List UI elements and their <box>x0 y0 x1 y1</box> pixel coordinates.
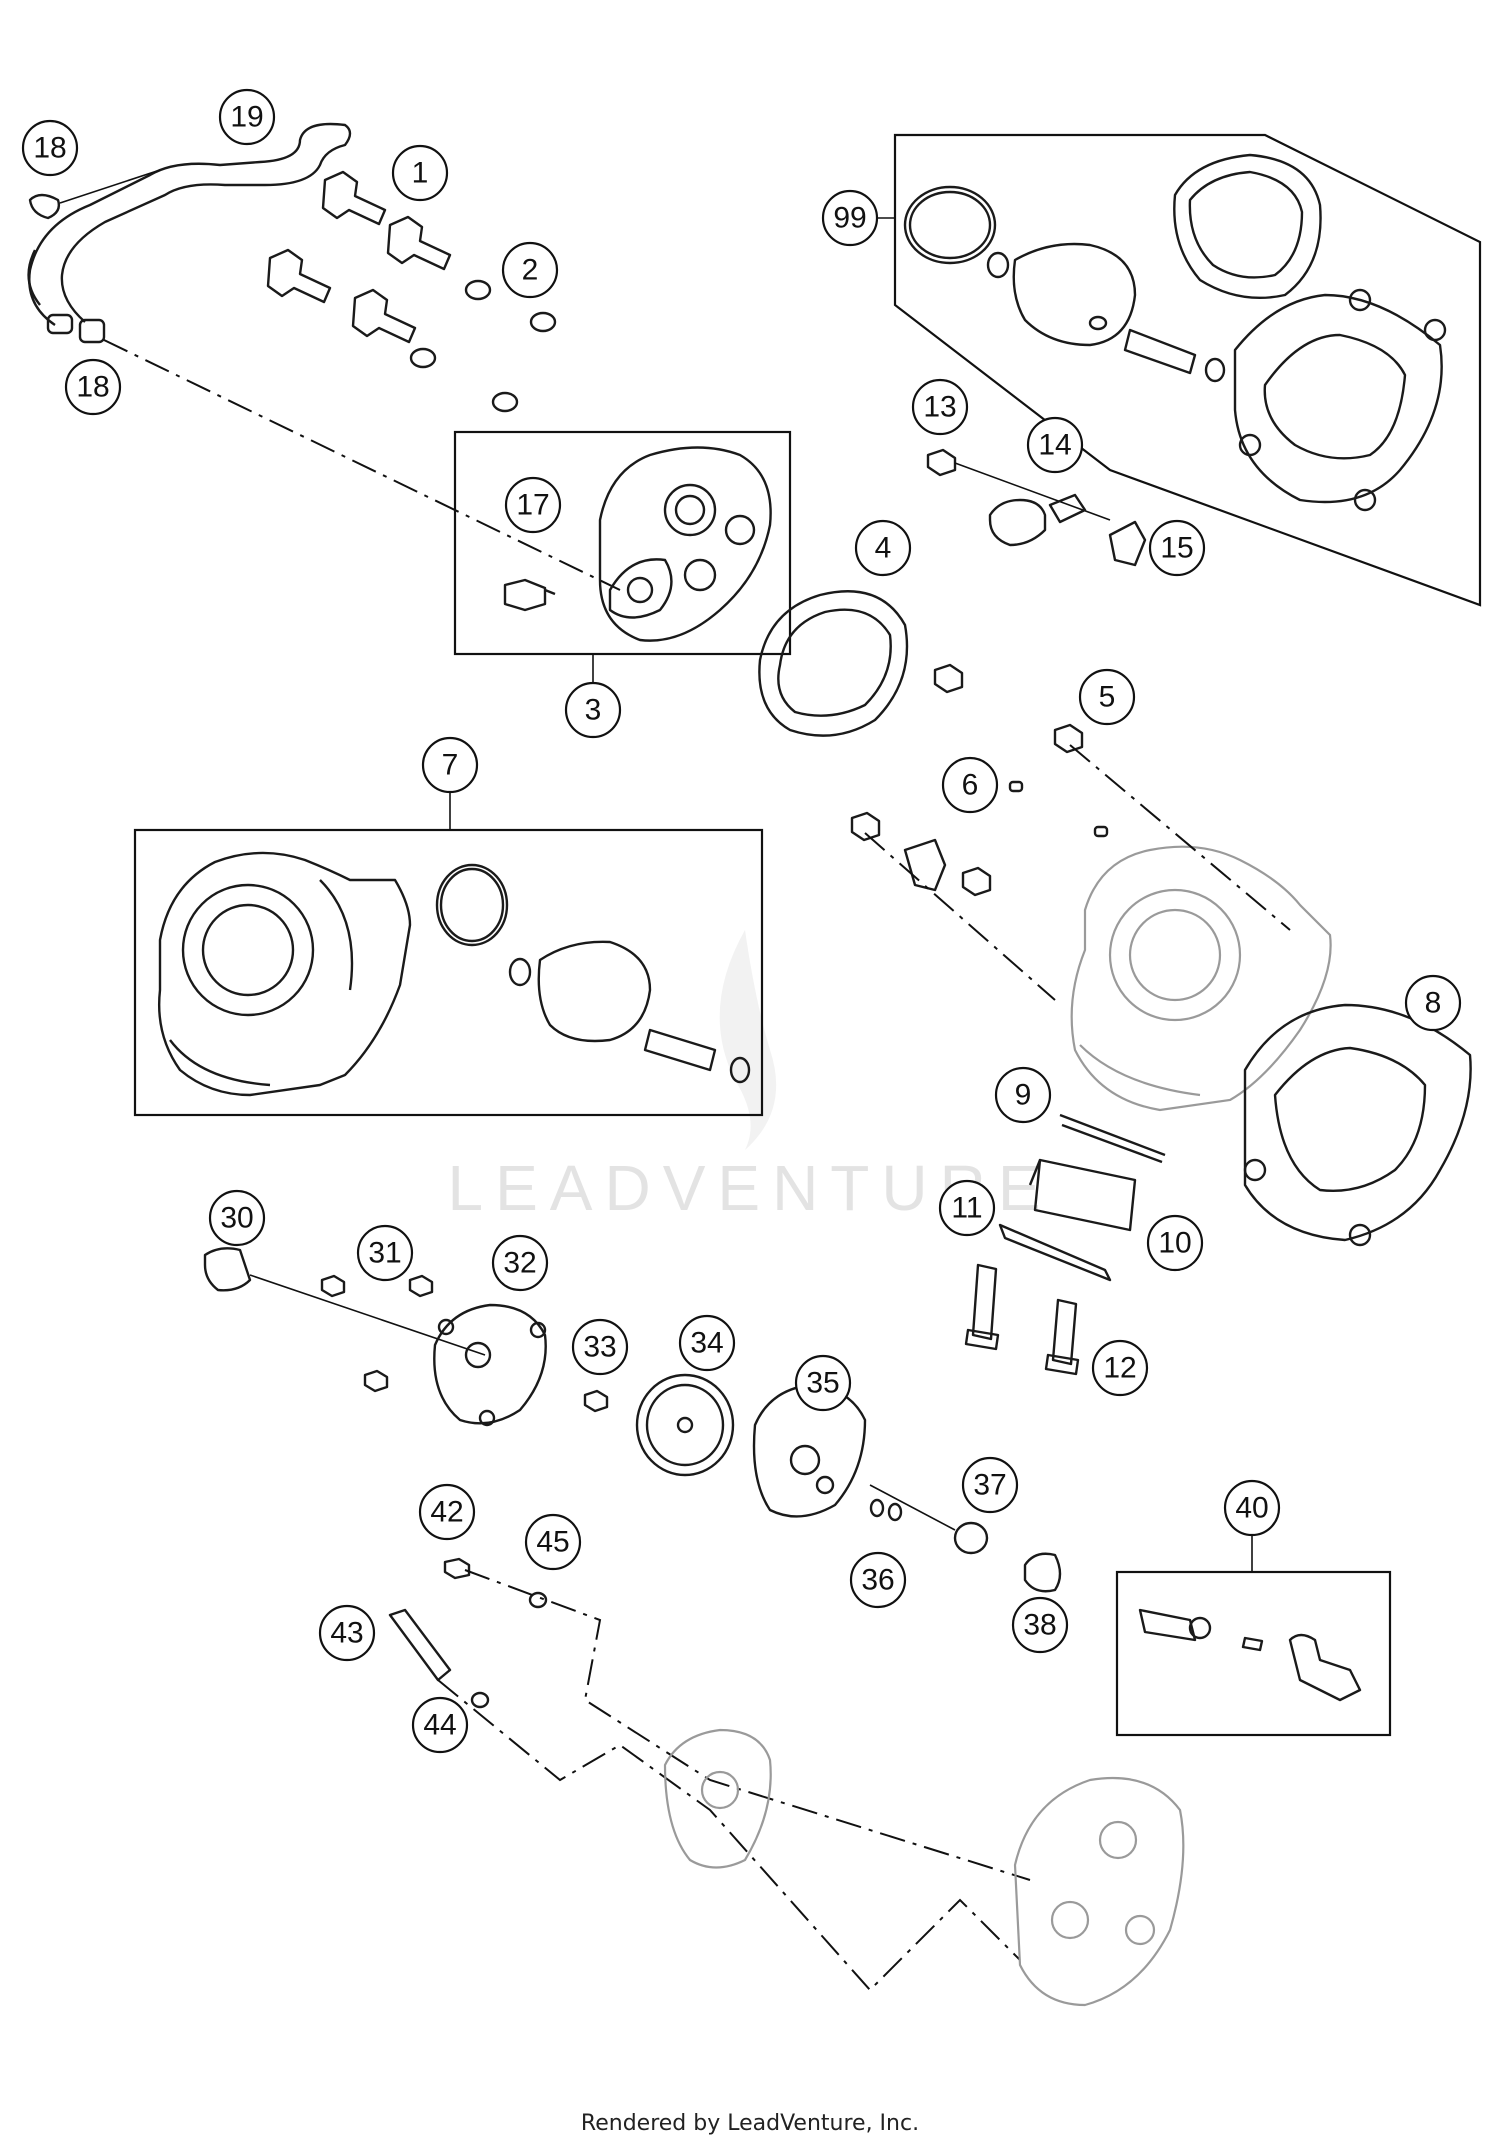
callout-44: 44 <box>411 1696 469 1754</box>
svg-text:3: 3 <box>585 694 602 727</box>
base-gasket-part <box>1243 1003 1472 1247</box>
valve-group-drawing <box>1138 1608 1362 1702</box>
svg-text:44: 44 <box>423 1709 456 1742</box>
svg-text:12: 12 <box>1103 1352 1136 1385</box>
callout-42: 42 <box>418 1483 476 1541</box>
svg-text:99: 99 <box>833 202 866 235</box>
callout-34: 34 <box>678 1314 736 1372</box>
svg-text:36: 36 <box>861 1564 894 1597</box>
callout-11: 11 <box>938 1179 996 1237</box>
cylinder-ghost-drawing <box>1070 845 1332 1112</box>
svg-text:38: 38 <box>1023 1609 1056 1642</box>
svg-text:33: 33 <box>583 1331 616 1364</box>
callout-15: 15 <box>1148 519 1206 577</box>
nut-leader-line <box>864 832 1056 1001</box>
callout-35: 35 <box>794 1354 852 1412</box>
svg-text:30: 30 <box>220 1202 253 1235</box>
callout-10: 10 <box>1146 1214 1204 1272</box>
callout-7: 7 <box>421 736 479 794</box>
head-washers <box>409 279 557 413</box>
head-nut-part <box>933 663 964 694</box>
pump-cover-parts <box>203 1247 1062 1593</box>
svg-text:10: 10 <box>1158 1227 1191 1260</box>
callout-1: 1 <box>391 144 449 202</box>
head-gasket-part <box>758 590 909 737</box>
svg-text:40: 40 <box>1235 1492 1268 1525</box>
engine-case-ghost <box>1013 1776 1185 2007</box>
callout-3: 3 <box>564 681 622 739</box>
callout-30: 30 <box>208 1189 266 1247</box>
svg-text:13: 13 <box>923 391 956 424</box>
valve-group-box <box>1115 1570 1392 1737</box>
svg-text:1: 1 <box>412 157 429 190</box>
piston-kit-group-box <box>893 133 1482 607</box>
svg-text:19: 19 <box>230 101 263 134</box>
coolant-hose <box>27 122 352 344</box>
piston-kit-drawing <box>903 153 1447 512</box>
callout-12: 12 <box>1091 1339 1149 1397</box>
screw-leader-a <box>464 1569 1031 1881</box>
screws-bottom <box>388 1557 548 1709</box>
reed-valve-parts <box>964 1113 1166 1376</box>
cylinder-drawing <box>158 851 751 1097</box>
screw-leader-b <box>437 1679 1021 1992</box>
callout-40: 40 <box>1223 1479 1281 1537</box>
callout-38: 38 <box>1011 1596 1069 1654</box>
callout-17: 17 <box>504 476 562 534</box>
callout-43: 43 <box>318 1604 376 1662</box>
cylinder-nuts <box>850 723 1109 897</box>
svg-text:34: 34 <box>690 1327 723 1360</box>
assembled-pump-ghost <box>663 1728 772 1869</box>
callout-99: 99 <box>821 189 879 247</box>
svg-text:32: 32 <box>503 1247 536 1280</box>
svg-text:18: 18 <box>76 371 109 404</box>
svg-text:42: 42 <box>430 1496 463 1529</box>
callout-2: 2 <box>501 241 559 299</box>
callout-45: 45 <box>524 1513 582 1571</box>
svg-text:2: 2 <box>522 254 539 287</box>
spark-plug-part <box>503 578 556 612</box>
watermark-logo-icon <box>719 930 777 1150</box>
cylinder-head-drawing <box>598 446 772 642</box>
head-bolts <box>266 170 452 344</box>
cylinder-group-box <box>133 828 764 1117</box>
callout-33: 33 <box>571 1318 629 1376</box>
svg-text:37: 37 <box>973 1469 1006 1502</box>
callout-18-bottom: 18 <box>64 358 122 416</box>
hose-leader-line <box>103 339 621 591</box>
callout-14: 14 <box>1026 416 1084 474</box>
callout-31: 31 <box>356 1224 414 1282</box>
svg-text:11: 11 <box>951 1192 982 1225</box>
callout-36: 36 <box>849 1551 907 1609</box>
svg-text:9: 9 <box>1015 1079 1032 1112</box>
callout-13: 13 <box>911 378 969 436</box>
callout-8: 8 <box>1404 974 1462 1032</box>
svg-text:17: 17 <box>516 489 549 522</box>
callout-4: 4 <box>854 519 912 577</box>
svg-text:15: 15 <box>1160 532 1193 565</box>
cylinder-head-group-box <box>453 430 792 656</box>
callout-32: 32 <box>491 1234 549 1292</box>
callout-6: 6 <box>941 756 999 814</box>
svg-text:18: 18 <box>33 132 66 165</box>
svg-text:6: 6 <box>962 769 979 802</box>
callout-37: 37 <box>961 1456 1019 1514</box>
svg-text:35: 35 <box>806 1367 839 1400</box>
svg-text:45: 45 <box>536 1526 569 1559</box>
svg-text:4: 4 <box>875 532 892 565</box>
callout-18-top: 18 <box>21 119 79 177</box>
svg-text:14: 14 <box>1038 429 1071 462</box>
svg-text:5: 5 <box>1099 681 1116 714</box>
svg-text:8: 8 <box>1425 987 1442 1020</box>
svg-text:7: 7 <box>442 749 459 782</box>
clamp-parts <box>926 448 1147 567</box>
stud-leader-line <box>1069 744 1291 931</box>
footer-credit: Rendered by LeadVenture, Inc. <box>581 2111 919 2136</box>
svg-text:43: 43 <box>330 1617 363 1650</box>
svg-text:31: 31 <box>368 1237 401 1270</box>
callout-19: 19 <box>218 88 276 146</box>
callout-5: 5 <box>1078 668 1136 726</box>
callout-9: 9 <box>994 1066 1052 1124</box>
